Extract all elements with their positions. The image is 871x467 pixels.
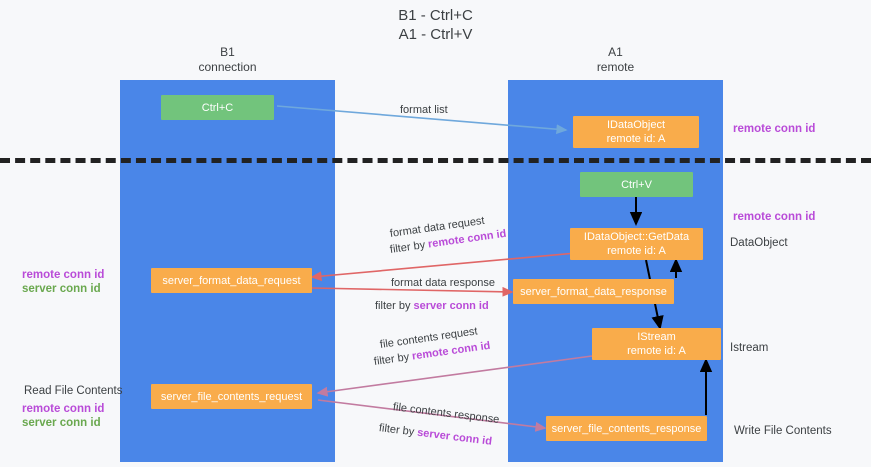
page-title-line-1: B1 - Ctrl+C <box>398 7 473 24</box>
node-getdata-line-2: remote id: A <box>607 245 666 257</box>
node-ctrl-v-label: Ctrl+V <box>621 178 652 191</box>
node-server-file-contents-response[interactable]: server_file_contents_response <box>546 416 707 441</box>
node-server-file-contents-request[interactable]: server_file_contents_request <box>151 384 312 409</box>
node-ctrl-c[interactable]: Ctrl+C <box>161 95 274 120</box>
edge-label-format-data-response: format data response <box>391 277 495 289</box>
column-header-a1-name: A1 <box>608 45 623 59</box>
node-server-file-contents-response-label: server_file_contents_response <box>551 422 702 435</box>
annotation-write-file-contents: Write File Contents <box>734 425 832 437</box>
node-server-file-contents-request-label: server_file_contents_request <box>160 390 303 403</box>
column-header-b1-name: B1 <box>220 45 235 59</box>
node-getdata-line-1: IDataObject::GetData <box>583 231 690 243</box>
arrow-file-contents-response <box>317 399 547 432</box>
edge-label-format-list: format list <box>400 104 448 116</box>
annotation-left-server-conn-id: server conn id <box>22 283 101 295</box>
node-getdata[interactable]: IDataObject::GetData remote id: A <box>570 228 703 260</box>
annotation-right-top-conn-id: remote conn id <box>733 123 816 135</box>
column-header-b1-role: connection <box>198 60 257 74</box>
node-server-format-data-request-label: server_format_data_request <box>162 274 301 287</box>
filter-key-server-conn-id-1: server conn id <box>413 300 489 312</box>
node-idataobject-line-1: IDataObject <box>606 119 666 131</box>
edge-label-format-data-response-filter: filter by server conn id <box>375 299 489 313</box>
arrow-file-contents-request <box>316 355 593 397</box>
node-server-format-data-request[interactable]: server_format_data_request <box>151 268 312 293</box>
annotation-read-file-contents: Read File Contents <box>24 385 123 397</box>
node-istream-line-2: remote id: A <box>627 345 686 357</box>
page-title-line-2: A1 - Ctrl+V <box>398 26 473 43</box>
node-ctrl-v[interactable]: Ctrl+V <box>580 172 693 197</box>
filter-prefix-2: filter by <box>375 300 414 312</box>
annotation-right-mid-conn-id: remote conn id <box>733 211 816 223</box>
arrow-format-list <box>276 105 568 135</box>
page-title: B1 - Ctrl+C A1 - Ctrl+V <box>0 6 871 44</box>
arrow-format-data-response <box>311 286 514 297</box>
annotation-left-bottom-remote-conn-id: remote conn id <box>22 403 105 415</box>
arrow-format-data-request <box>310 252 577 282</box>
phase-separator <box>0 158 871 163</box>
node-server-format-data-response-label: server_format_data_response <box>520 285 667 298</box>
annotation-istream: Istream <box>730 342 769 354</box>
node-ctrl-c-label: Ctrl+C <box>201 101 234 114</box>
node-istream[interactable]: IStream remote id: A <box>592 328 721 360</box>
node-idataobject-line-2: remote id: A <box>606 133 666 145</box>
annotation-dataobject: DataObject <box>730 237 788 249</box>
node-server-format-data-response[interactable]: server_format_data_response <box>513 279 674 304</box>
node-idataobject[interactable]: IDataObject remote id: A <box>573 116 699 148</box>
annotation-left-bottom-server-conn-id: server conn id <box>22 417 101 429</box>
column-header-a1: A1 remote <box>508 45 723 75</box>
column-header-b1: B1 connection <box>120 45 335 75</box>
annotation-left-remote-conn-id: remote conn id <box>22 269 105 281</box>
node-istream-line-1: IStream <box>637 331 676 343</box>
column-header-a1-role: remote <box>596 60 635 74</box>
